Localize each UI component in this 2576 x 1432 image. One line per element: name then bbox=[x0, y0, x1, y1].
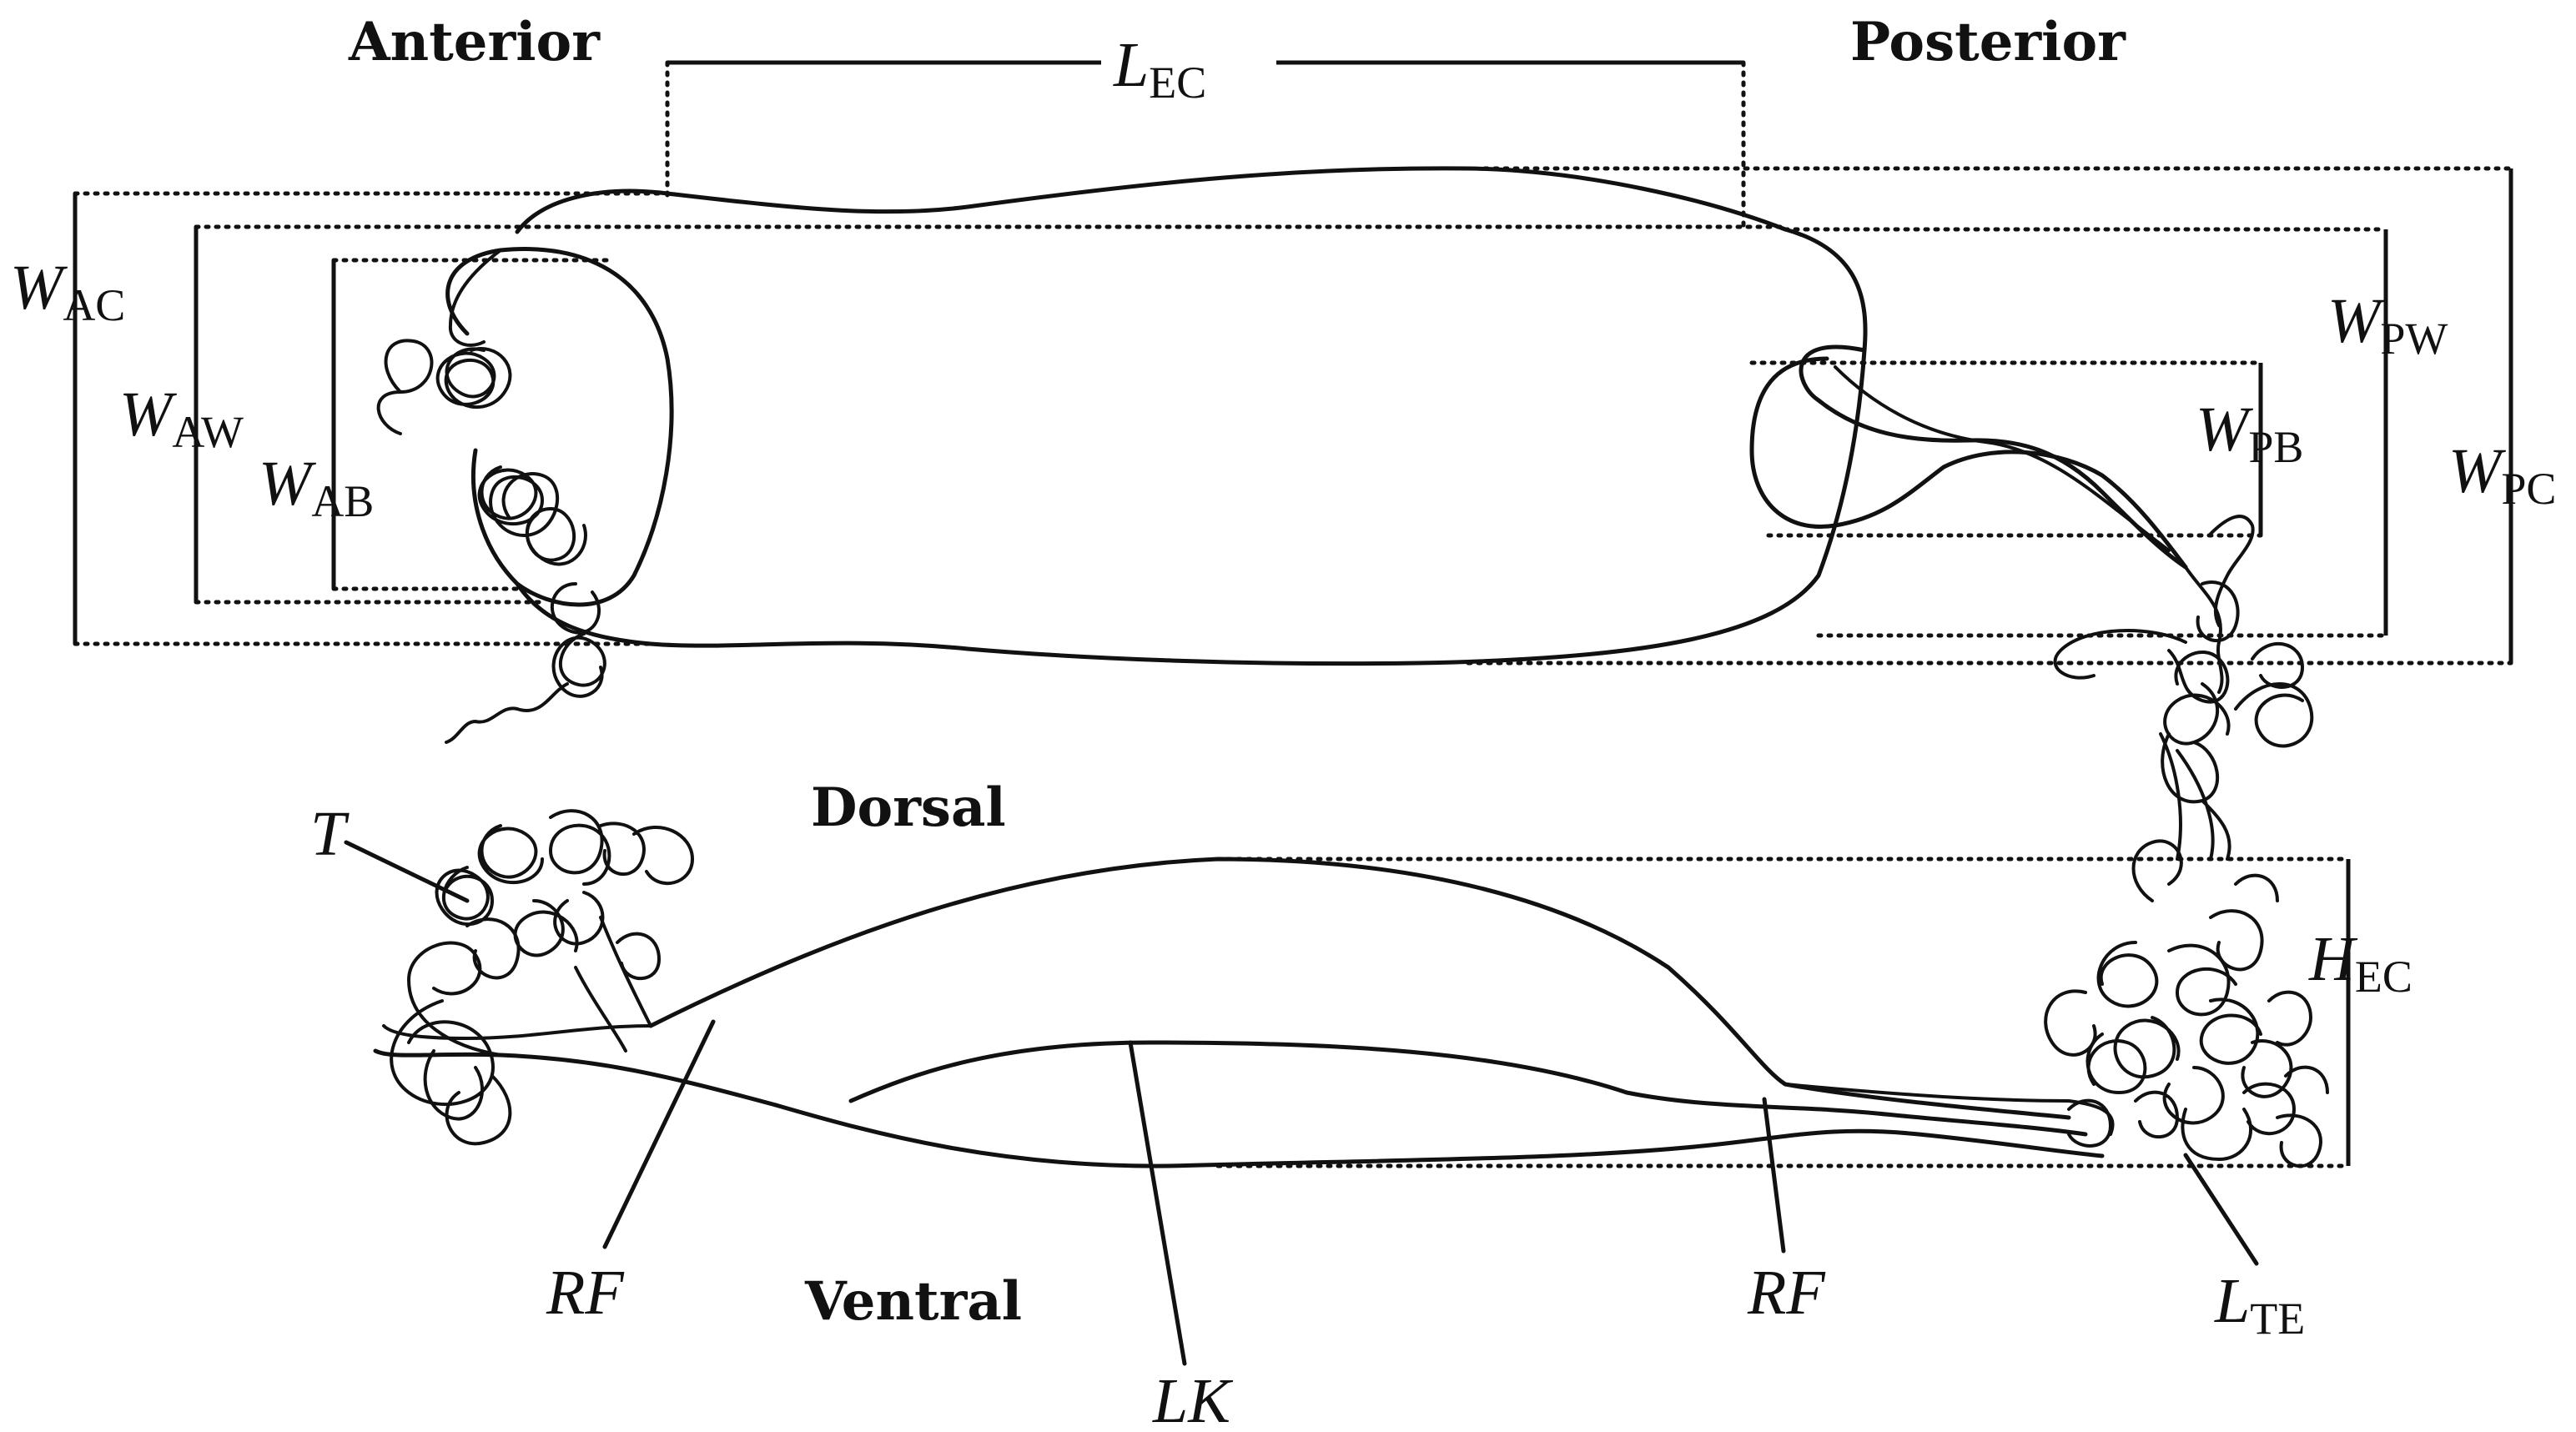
lte-leader bbox=[2183, 1153, 2259, 1266]
top-capsule-outline bbox=[515, 166, 1868, 666]
wpc-label: WPC bbox=[2448, 436, 2556, 514]
lk-label: LK bbox=[1152, 1366, 1233, 1432]
lateral-anterior-rail bbox=[373, 1048, 778, 1108]
rf-left-label: RF bbox=[546, 1258, 625, 1328]
anterior-label: Anterior bbox=[348, 11, 601, 73]
bottom-view bbox=[373, 809, 2329, 1168]
wpw-label: WPW bbox=[2327, 286, 2448, 364]
t-label: T bbox=[310, 799, 350, 869]
lateral-posterior-tendrils bbox=[2044, 839, 2329, 1168]
ventral-label: Ventral bbox=[804, 1270, 1022, 1333]
posterior-inner-loop bbox=[1749, 356, 2188, 570]
anterior-horn-loop bbox=[445, 247, 674, 607]
wab-label: WAB bbox=[259, 449, 374, 526]
hec-label: HEC bbox=[2308, 924, 2412, 1002]
lk-leader bbox=[1128, 1040, 1187, 1366]
lec-label: LEC bbox=[1113, 30, 1206, 108]
waw-label: WAW bbox=[119, 379, 244, 457]
dorsal-label: Dorsal bbox=[811, 776, 1006, 839]
lte-label: LTE bbox=[2214, 1266, 2305, 1344]
top-brackets bbox=[73, 60, 2513, 663]
leader-lines bbox=[344, 840, 2259, 1366]
lateral-anterior-tendrils bbox=[390, 809, 694, 1146]
t-leader bbox=[344, 840, 470, 903]
top-measurement-guides bbox=[73, 60, 2513, 666]
lateral-dorsal-outline bbox=[648, 857, 2071, 1120]
top-view bbox=[376, 166, 2314, 861]
wpb-label: WPB bbox=[2196, 394, 2303, 472]
wac-label: WAC bbox=[10, 253, 125, 330]
posterior-neck-inner bbox=[1834, 365, 2171, 552]
lateral-keel-line bbox=[848, 1040, 2088, 1137]
posterior-label: Posterior bbox=[1850, 11, 2126, 73]
rf-right-leader bbox=[1762, 1097, 1786, 1254]
rf-left-leader bbox=[602, 1019, 716, 1249]
posterior-tendrils bbox=[2053, 515, 2314, 861]
anterior-tendrils bbox=[376, 339, 606, 744]
bottom-measurement-guides bbox=[1215, 857, 2351, 1168]
lateral-ventral-outline bbox=[773, 1103, 2105, 1168]
rf-right-label: RF bbox=[1747, 1258, 1826, 1328]
anterior-horn-stalk bbox=[448, 249, 502, 347]
